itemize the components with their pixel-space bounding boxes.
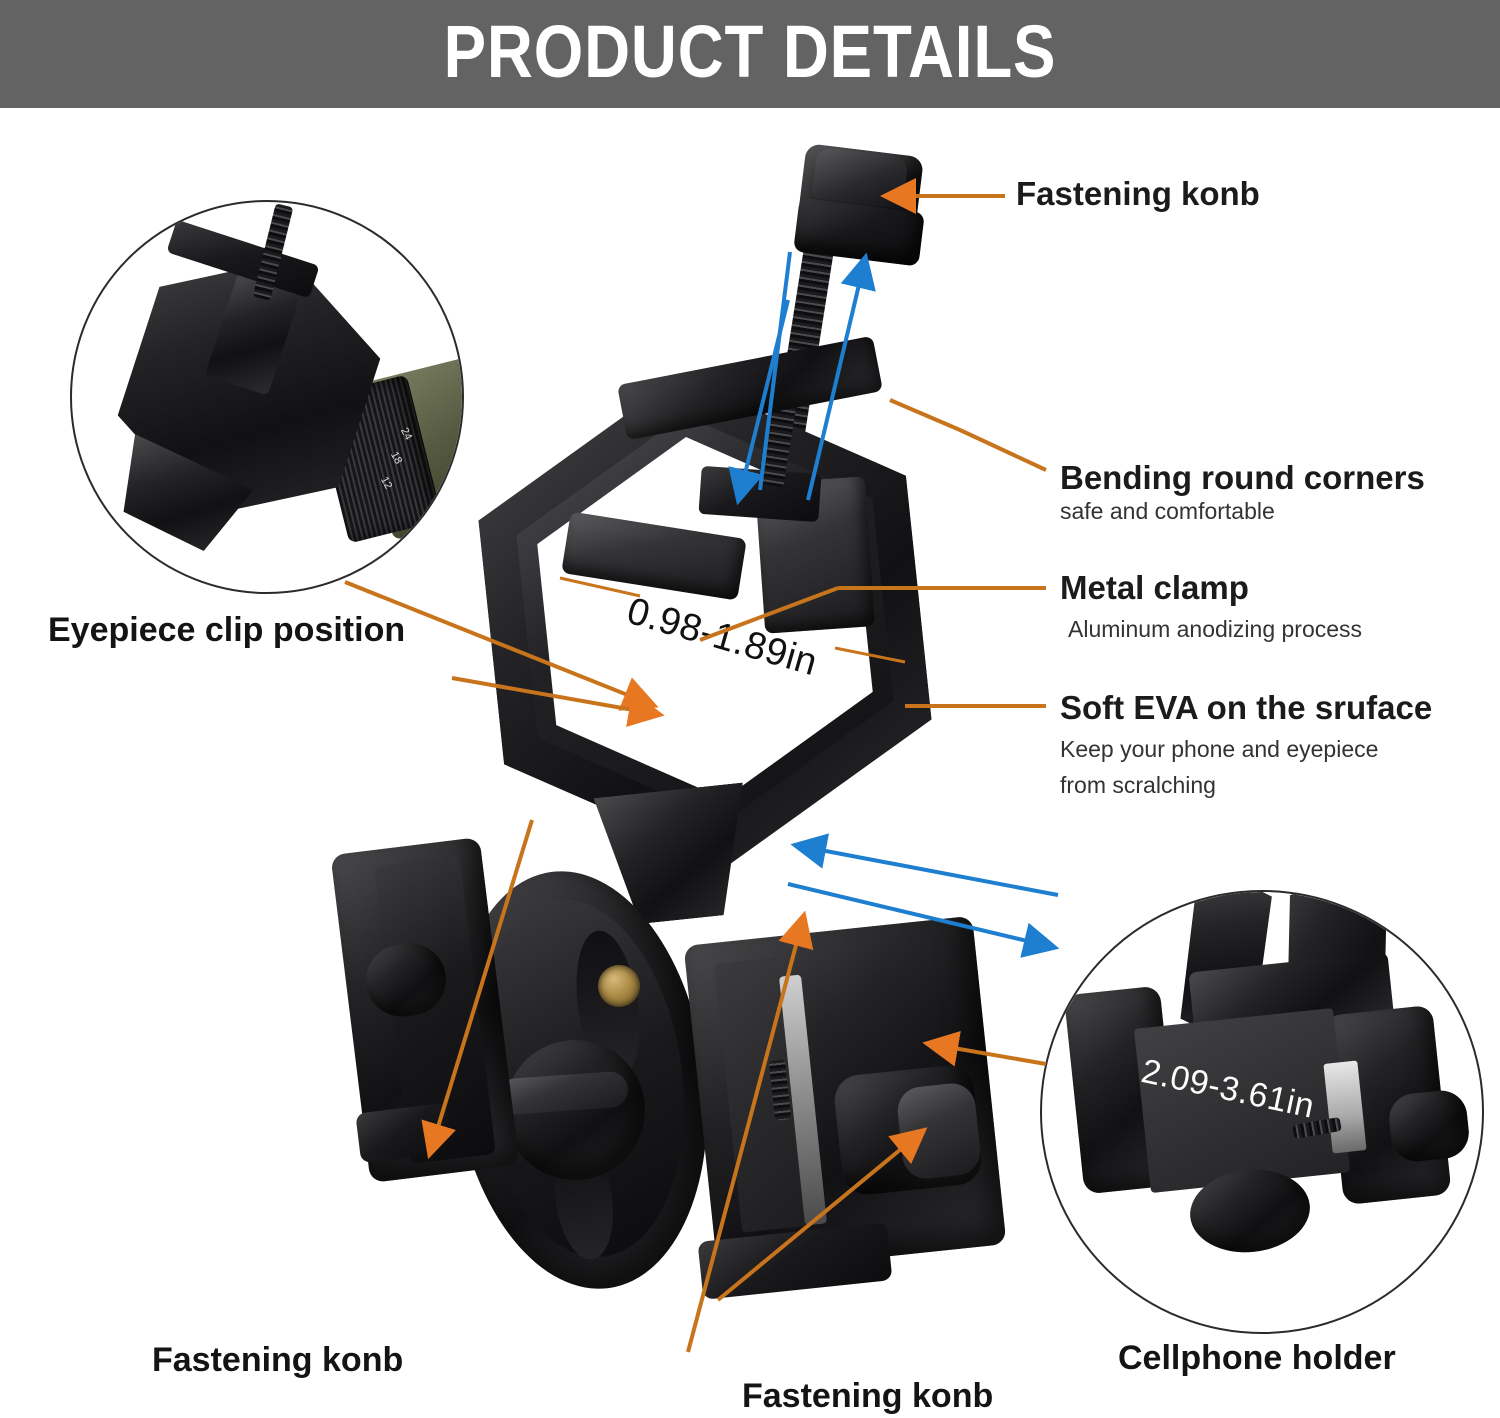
callout-soft-eva-title: Soft EVA on the sruface (1060, 689, 1433, 726)
eyepiece-clip-inset: 12 18 24 (70, 200, 464, 594)
holder-inset-knob (1386, 1088, 1472, 1164)
page-title: PRODUCT DETAILS (443, 10, 1057, 93)
label-fastening-knob-left: Fastening konb (152, 1341, 404, 1379)
callout-soft-eva-subtitle-1: Keep your phone and eyepiece (1060, 735, 1379, 762)
label-eyepiece-clip-position: Eyepiece clip position (48, 611, 406, 649)
callout-metal-clamp-subtitle: Aluminum anodizing process (1068, 615, 1363, 642)
callout-fastening-knob-top-title: Fastening konb (1016, 175, 1260, 212)
callout-bending-corners-subtitle: safe and comfortable (1060, 497, 1275, 524)
label-cellphone-holder: Cellphone holder (1118, 1339, 1396, 1377)
callout-bending-corners: Bending round corners safe and comfortab… (1060, 459, 1425, 527)
callout-soft-eva-subtitle-2: from scralching (1060, 771, 1216, 798)
label-fastening-knob-bottom: Fastening konb (742, 1377, 994, 1415)
callout-bending-corners-title: Bending round corners (1060, 459, 1425, 496)
callout-metal-clamp: Metal clamp Aluminum anodizing process (1060, 569, 1363, 645)
top-knob-wing (811, 146, 909, 210)
right-fastening-knob-cap (895, 1081, 983, 1181)
header-banner: PRODUCT DETAILS (0, 0, 1500, 108)
callout-soft-eva: Soft EVA on the sruface Keep your phone … (1060, 689, 1433, 801)
tripod-thread-socket (598, 965, 640, 1007)
callout-fastening-knob-top: Fastening konb (1016, 175, 1260, 213)
leader-bending-corners (889, 398, 1047, 472)
callout-metal-clamp-title: Metal clamp (1060, 569, 1249, 606)
cellphone-holder-inset: 2.09-3.61in (1040, 890, 1484, 1334)
